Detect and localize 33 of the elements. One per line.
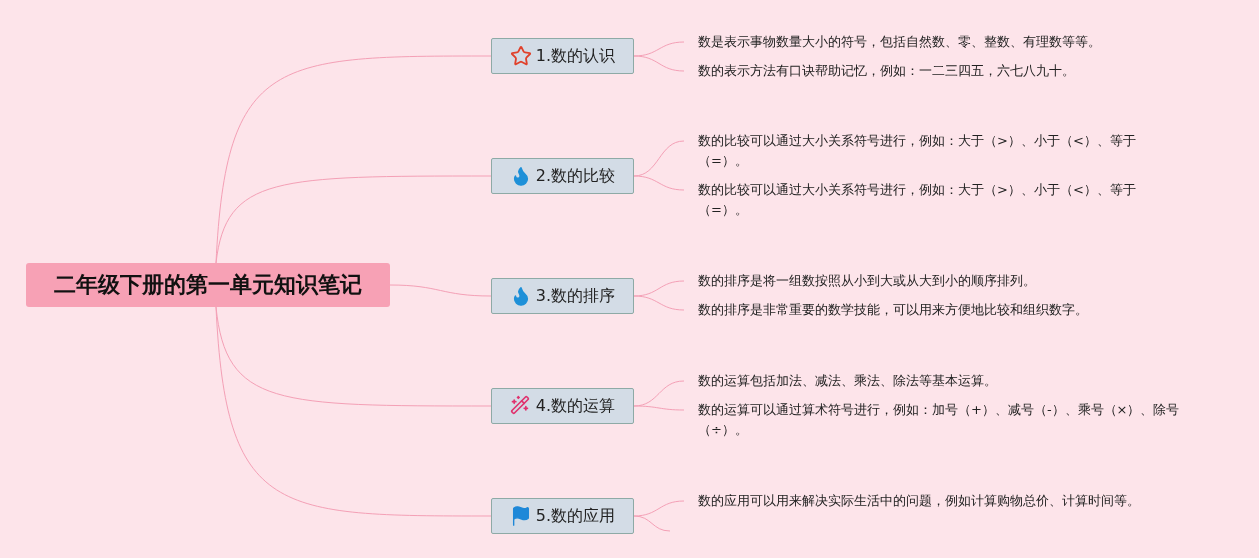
topic-label: 2.数的比较 <box>535 165 616 187</box>
note-text: 数的比较可以通过大小关系符号进行，例如：大于（>）、小于（<）、等于（=）。 <box>684 180 1168 220</box>
branch-line <box>633 295 685 311</box>
topic-box <box>491 38 634 74</box>
branch-line <box>633 280 685 297</box>
branch-line <box>215 175 492 264</box>
branch-line <box>215 55 492 264</box>
branch-line <box>633 175 685 191</box>
topic-label: 5.数的应用 <box>535 505 616 527</box>
branch-line <box>633 55 685 72</box>
note-text: 数是表示事物数量大小的符号，包括自然数、零、整数、有理数等等。 <box>684 32 1184 52</box>
branch-line <box>633 500 685 517</box>
topic-label: 3.数的排序 <box>535 285 616 307</box>
topic-box <box>491 278 634 314</box>
topic-box <box>491 498 634 534</box>
note-text: 数的排序是非常重要的数学技能，可以用来方便地比较和组织数字。 <box>684 300 1184 320</box>
central-topic: 二年级下册的第一单元知识笔记 <box>26 263 390 307</box>
branch-line <box>215 306 492 517</box>
topic-box <box>491 388 634 424</box>
note-text: 数的表示方法有口诀帮助记忆，例如：一二三四五，六七八九十。 <box>684 61 1184 81</box>
note-text: 数的运算可以通过算术符号进行，例如：加号（+）、减号（-）、乘号（×）、除号（÷）。 <box>684 400 1204 440</box>
topic-box <box>491 158 634 194</box>
note-text: 数的运算包括加法、减法、乘法、除法等基本运算。 <box>684 371 1184 391</box>
note-text: 数的排序是将一组数按照从小到大或从大到小的顺序排列。 <box>684 271 1184 291</box>
topic-label: 4.数的运算 <box>535 395 616 417</box>
branch-line <box>633 41 685 57</box>
note-text: 数的应用可以用来解决实际生活中的问题，例如计算购物总价、计算时间等。 <box>684 491 1204 511</box>
note-text: 数的比较可以通过大小关系符号进行，例如：大于（>）、小于（<）、等于（=）。 <box>684 131 1168 171</box>
branch-line <box>389 284 492 297</box>
branch-line <box>633 515 671 532</box>
topic-label: 1.数的认识 <box>535 45 616 67</box>
branch-line <box>633 140 685 177</box>
branch-line <box>633 405 685 411</box>
